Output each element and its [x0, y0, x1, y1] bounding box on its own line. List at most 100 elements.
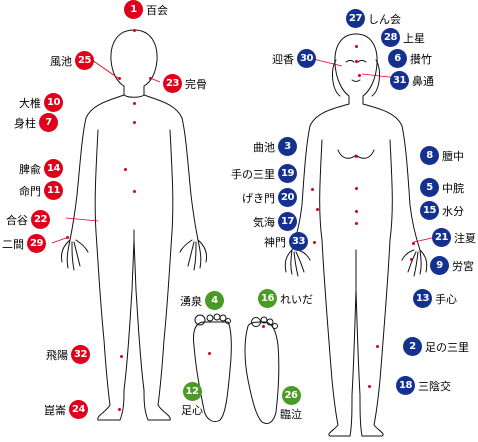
point-number-badge: 11 — [44, 181, 63, 200]
point-name: 曲池 — [253, 140, 275, 154]
acupoint-teshin: 13 手心 — [413, 289, 457, 308]
acupoint-sokushin: 12 足心 — [181, 382, 203, 418]
point-dot — [208, 352, 211, 355]
acupoint-kyokuchi: 3 曲池 — [253, 137, 297, 156]
point-number-badge: 8 — [420, 146, 439, 165]
point-dot — [133, 190, 136, 193]
point-name: 湧泉 — [180, 294, 202, 308]
point-number-badge: 9 — [430, 256, 449, 275]
point-dot — [355, 155, 358, 158]
point-dot — [66, 236, 69, 239]
point-number-badge: 21 — [432, 228, 451, 247]
point-name: 飛陽 — [46, 348, 68, 362]
point-name: 手心 — [435, 292, 457, 306]
point-dot — [358, 74, 361, 77]
point-name: 合谷 — [6, 213, 28, 227]
point-name: 手の三里 — [231, 167, 275, 181]
point-name: 足の三里 — [425, 340, 469, 354]
point-dot — [355, 210, 358, 213]
point-name: れいだ — [280, 292, 313, 306]
acupoint-hiyu: 14 脾兪 — [19, 159, 63, 178]
acupoint-shinkai: 27 しん会 — [346, 9, 401, 28]
point-number-badge: 14 — [44, 159, 63, 178]
point-dot — [376, 345, 379, 348]
point-dot — [149, 77, 152, 80]
front-body-figure — [284, 33, 428, 437]
point-number-badge: 4 — [205, 291, 224, 310]
acupoint-hiyo: 32 飛陽 — [46, 345, 90, 364]
point-name: 命門 — [19, 184, 41, 198]
acupoint-meimon: 11 命門 — [19, 181, 63, 200]
point-name: 気海 — [253, 215, 275, 229]
point-name: 神門 — [264, 235, 286, 249]
point-name: 完骨 — [185, 77, 207, 91]
acupoint-fuchi: 25 風池 — [50, 51, 94, 70]
point-dot — [313, 241, 316, 244]
acupoint-rinkyu: 26 臨泣 — [280, 386, 302, 422]
point-number-badge: 25 — [75, 51, 94, 70]
point-number-badge: 5 — [420, 178, 439, 197]
acupoint-roukyu: 9 労宮 — [430, 256, 474, 275]
point-number-badge: 6 — [388, 49, 407, 68]
point-number-badge: 13 — [413, 289, 432, 308]
point-number-badge: 2 — [403, 337, 422, 356]
point-name: 膻中 — [442, 149, 464, 163]
point-number-badge: 26 — [281, 386, 301, 405]
point-number-badge: 29 — [27, 234, 46, 253]
point-name: しん会 — [368, 12, 401, 26]
point-number-badge: 19 — [278, 164, 297, 183]
point-dot — [316, 208, 319, 211]
point-number-badge: 31 — [390, 71, 409, 90]
acupoint-reida: 16 れいだ — [258, 289, 313, 308]
point-dot — [133, 102, 136, 105]
point-number-badge: 18 — [396, 376, 415, 395]
point-name: 風池 — [50, 54, 72, 68]
point-dot — [133, 29, 136, 32]
point-number-badge: 3 — [278, 137, 297, 156]
point-dot — [118, 408, 121, 411]
acupoint-shinchu: 7 身柱 — [14, 113, 58, 132]
point-dot — [410, 258, 413, 261]
point-number-badge: 16 — [258, 289, 277, 308]
acupoint-jikan: 29 二間 — [2, 234, 46, 253]
point-dot — [355, 45, 358, 48]
acupoint-shinmon: 33 神門 — [264, 232, 308, 251]
leader-lines — [51, 57, 433, 244]
acupoint-sanchiku: 6 攢竹 — [388, 49, 432, 68]
point-name: 攢竹 — [410, 52, 432, 66]
acupoint-goukoku: 22 合谷 — [6, 210, 50, 229]
point-name: 崑崙 — [44, 403, 66, 417]
acupoint-kikai: 17 気海 — [253, 212, 297, 231]
point-dot — [355, 187, 358, 190]
point-dot — [311, 188, 314, 191]
point-name: 大椎 — [19, 96, 41, 110]
point-number-badge: 7 — [39, 113, 58, 132]
acupoint-baihui: 1 百会 — [124, 0, 168, 19]
acupoint-geiko: 30 迎香 — [272, 49, 316, 68]
point-name: げき門 — [242, 191, 275, 205]
point-dot — [355, 60, 358, 63]
point-name: 労宮 — [452, 259, 474, 273]
point-number-badge: 33 — [289, 232, 308, 251]
point-name: 中脘 — [442, 181, 464, 195]
point-dot — [262, 325, 265, 328]
point-number-badge: 1 — [124, 0, 143, 19]
point-dot — [124, 168, 127, 171]
acupoint-suibun: 15 水分 — [420, 201, 464, 220]
back-body-figure — [61, 29, 207, 421]
point-dot — [118, 77, 121, 80]
point-number-badge: 20 — [278, 188, 297, 207]
foot-figures — [193, 313, 280, 425]
acupoint-tenosanri: 19 手の三里 — [231, 164, 297, 183]
acupoint-bitsu: 31 鼻通 — [390, 71, 434, 90]
point-name: 水分 — [442, 204, 464, 218]
point-name: 二間 — [2, 237, 24, 251]
point-number-badge: 17 — [278, 212, 297, 231]
point-number-badge: 23 — [163, 74, 182, 93]
point-name: 脾兪 — [19, 162, 41, 176]
acupoint-josei: 28 上星 — [381, 28, 425, 47]
point-name: 百会 — [146, 3, 168, 17]
point-number-badge: 32 — [71, 345, 90, 364]
point-dot — [368, 385, 371, 388]
point-dot — [133, 121, 136, 124]
